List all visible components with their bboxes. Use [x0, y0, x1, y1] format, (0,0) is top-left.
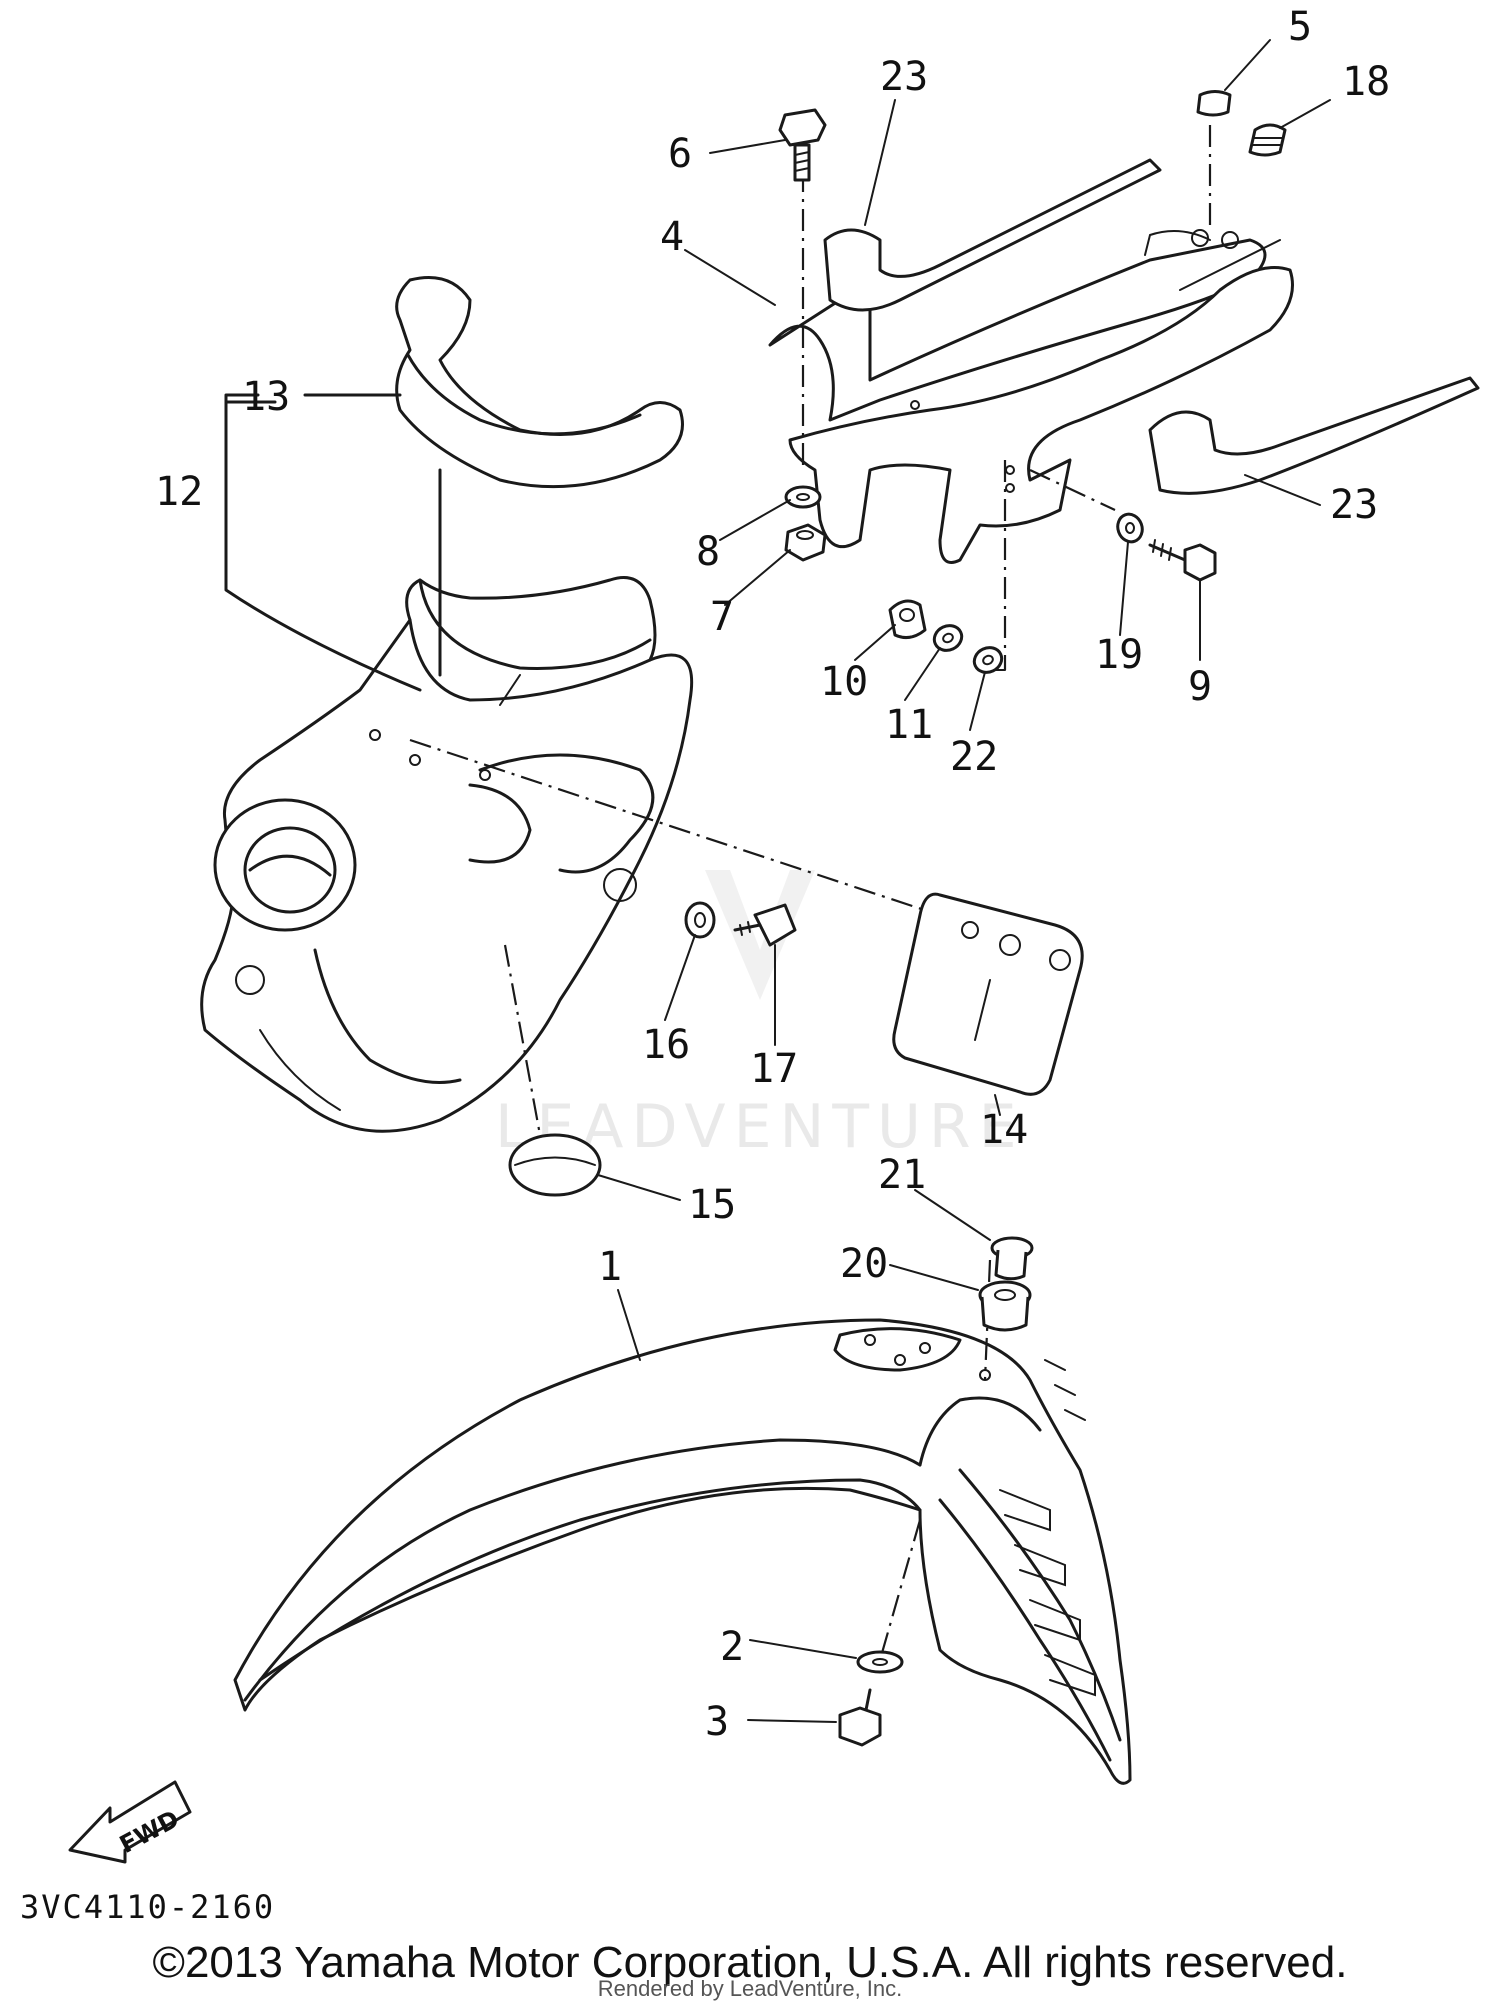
nut-10 — [888, 599, 927, 640]
diagram-code: 3VC4110-2160 — [20, 1888, 276, 1926]
rendered-by-notice: Rendered by LeadVenture, Inc. — [597, 1976, 903, 2001]
number-plate-lower — [369, 576, 657, 781]
washer-19 — [1116, 512, 1144, 544]
leader-lines — [597, 39, 1331, 1723]
label-7: 7 — [710, 594, 734, 640]
leader-12-13 — [224, 393, 442, 692]
washer-11 — [932, 624, 964, 652]
watermark-logo — [705, 870, 815, 1000]
copyright-notice: ©2013 Yamaha Motor Corporation, U.S.A. A… — [152, 1938, 1348, 1987]
plate-14 — [892, 892, 1084, 1096]
label-3: 3 — [705, 1699, 729, 1745]
nut-7 — [784, 523, 827, 562]
label-9: 9 — [1188, 664, 1212, 710]
label-23-lower: 23 — [1330, 482, 1378, 528]
bolt-9 — [1148, 539, 1217, 582]
label-4: 4 — [660, 214, 684, 260]
washer-16 — [684, 901, 716, 939]
stay-4 — [768, 229, 1294, 564]
bolt-6 — [778, 108, 827, 182]
decal-23-upper — [823, 158, 1162, 312]
label-18: 18 — [1342, 59, 1390, 105]
cap-18 — [1248, 123, 1287, 157]
cap-5 — [1196, 90, 1232, 117]
label-13: 13 — [242, 374, 290, 420]
label-17: 17 — [750, 1046, 798, 1092]
label-2: 2 — [720, 1624, 744, 1670]
label-8: 8 — [696, 529, 720, 575]
label-10: 10 — [820, 659, 868, 705]
washer-8 — [784, 485, 822, 509]
label-20: 20 — [840, 1241, 888, 1287]
label-19: 19 — [1095, 632, 1143, 678]
axis-line-bolt-9 — [1029, 469, 1116, 511]
washer-2 — [856, 1650, 904, 1674]
bolt-21 — [990, 1236, 1034, 1281]
decal-23-lower — [1148, 376, 1480, 495]
label-14: 14 — [980, 1107, 1028, 1153]
fwd-arrow: FWD — [68, 1780, 192, 1864]
label-11: 11 — [885, 702, 933, 748]
grommet-20 — [978, 1280, 1032, 1332]
label-23-upper: 23 — [880, 54, 928, 100]
label-15: 15 — [688, 1182, 736, 1228]
headlight-body — [200, 618, 694, 1133]
grommet-15 — [503, 944, 602, 1197]
washer-22 — [972, 646, 1004, 674]
part-labels: 5 18 23 6 4 13 12 23 8 7 10 19 9 11 22 1… — [155, 4, 1390, 1745]
bolt-3 — [838, 1688, 882, 1747]
label-5: 5 — [1288, 4, 1312, 50]
front-fender — [233, 1318, 1132, 1785]
label-1: 1 — [598, 1244, 622, 1290]
axis-line-fender-bolt — [878, 1519, 922, 1661]
label-6: 6 — [668, 131, 692, 177]
axis-line-headlight-plate — [409, 738, 1001, 937]
number-plate-band — [395, 276, 684, 489]
label-22: 22 — [950, 734, 998, 780]
screw-17 — [733, 903, 797, 947]
label-21: 21 — [878, 1152, 926, 1198]
label-16: 16 — [642, 1022, 690, 1068]
label-12: 12 — [155, 469, 203, 515]
